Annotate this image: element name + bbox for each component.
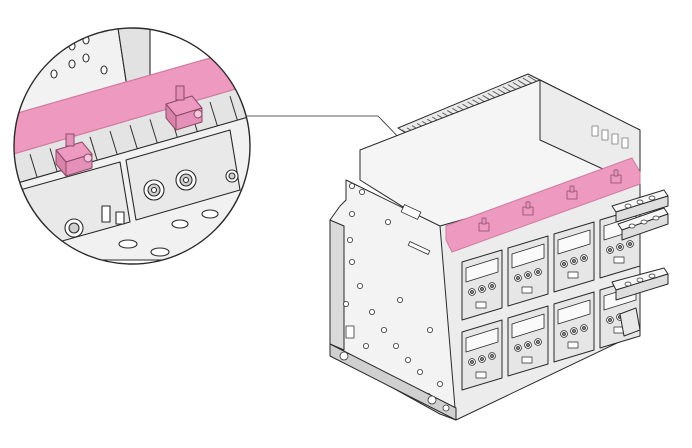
highlighted-terminals [478,169,622,232]
band-terminal [522,201,534,216]
pole-module [507,305,549,377]
pole-module [461,319,503,391]
band-terminal [478,217,490,232]
breaker-chassis [329,73,669,421]
pole-modules [461,207,641,391]
pole-module [553,291,595,363]
band-terminal [610,169,622,184]
bottom-base [329,343,457,421]
detail-terminal-knobs [64,169,239,238]
magnified-detail-view [13,27,251,265]
pole-module [553,221,595,293]
right-bus-bars [611,189,669,337]
detail-terminal-band [14,37,250,159]
detail-pink-terminals [55,85,203,177]
terminal-band-highlight [445,157,641,253]
band-terminal [566,185,578,200]
pole-module [461,249,503,321]
pole-module [507,235,549,307]
